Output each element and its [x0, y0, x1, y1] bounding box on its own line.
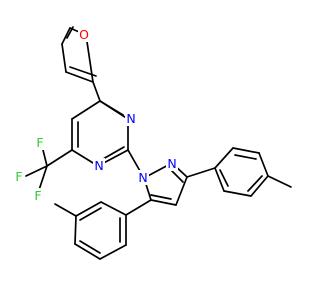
pyrazole-ring: [127, 149, 188, 206]
bottom-methyl-bond: [54, 203, 77, 217]
atom-label-pyrazole-n1: N: [138, 170, 147, 185]
bottom-tolyl-ring: [54, 199, 152, 260]
atom-label-f-left: F: [15, 169, 22, 184]
right-tolyl-ring: [186, 147, 292, 197]
atom-label-furan-o: O: [79, 27, 89, 42]
right-methyl-bond: [267, 175, 292, 188]
atom-label-pyrimidine-n-top: N: [126, 111, 135, 126]
atom-label-pyrimidine-n-bottom: N: [94, 158, 103, 173]
molecule-canvas: O N N N N F F F: [14, 26, 292, 260]
atom-label-f-top: F: [36, 135, 43, 150]
atom-label-pyrazole-n2: N: [167, 156, 176, 171]
trifluoromethyl-group: [25, 141, 73, 191]
furan-pyrimidine-bond: [92, 81, 101, 102]
molecule-structure: O N N N N F F F: [14, 26, 292, 260]
pyrimidine-ring: [71, 100, 129, 167]
atom-labels: O N N N N F F F: [14, 27, 178, 203]
atom-label-f-bottom: F: [34, 188, 41, 203]
